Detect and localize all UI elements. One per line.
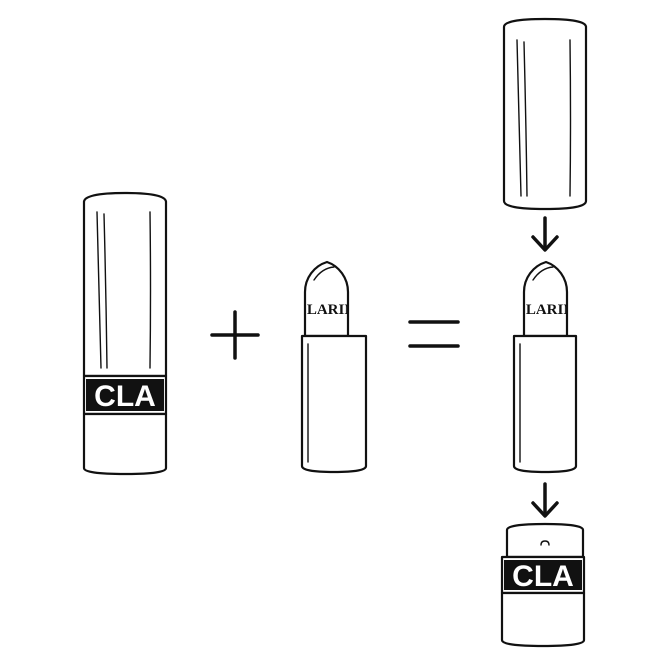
- refill-tube: [300, 334, 368, 474]
- cap-highlight-line: [516, 39, 522, 197]
- bullet-engraving: LARIN: [307, 302, 356, 318]
- cap-highlight-line: [96, 211, 102, 369]
- cap-highlight-line: [149, 211, 152, 369]
- cap-body: [82, 191, 168, 378]
- bullet-highlight-line: [313, 266, 335, 281]
- cap-highlight-line: [103, 213, 108, 369]
- lipstick-refill: LARIN: [300, 260, 368, 474]
- cap-body: [502, 17, 588, 211]
- plus-sign: [210, 310, 260, 360]
- collar-notch: [540, 540, 550, 546]
- bullet-highlight-line: [532, 266, 554, 281]
- band-fill: [86, 379, 164, 411]
- cap-highlight-line: [569, 39, 572, 197]
- band-lettering: CLA: [94, 380, 156, 413]
- lipstick-bullet: [303, 260, 350, 338]
- lipstick-exploded-view: LARIN CLA: [500, 17, 588, 648]
- base-body: [500, 591, 586, 648]
- band-lettering: CLA: [512, 560, 574, 593]
- base-body: [82, 412, 168, 476]
- cap-highlight-line: [523, 41, 528, 197]
- arrow-down-icon: [531, 482, 559, 518]
- lipstick-full-assembled: CLA: [82, 191, 168, 476]
- arrow-down-icon: [531, 216, 559, 252]
- lipstick-bullet: [522, 260, 569, 338]
- refill-tube: [512, 334, 578, 474]
- bullet-engraving: LARIN: [526, 302, 575, 318]
- band-fill: [504, 560, 582, 590]
- equals-sign: [408, 320, 460, 348]
